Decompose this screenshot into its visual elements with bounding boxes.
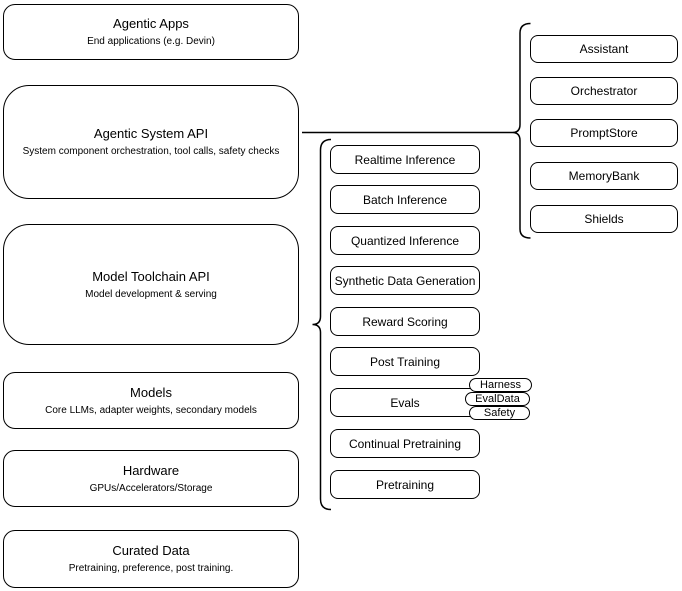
box-subtitle: Pretraining, preference, post training.: [68, 563, 234, 574]
item-label: Shields: [584, 212, 624, 226]
stack-box-models: Models Core LLMs, adapter weights, secon…: [3, 372, 299, 429]
toolchain-item-continual-pretraining: Continual Pretraining: [330, 429, 480, 458]
box-subtitle: GPUs/Accelerators/Storage: [89, 482, 213, 494]
item-label: Post Training: [369, 354, 441, 369]
system-item-shields: Shields: [530, 205, 678, 233]
toolchain-brace: [312, 138, 332, 511]
box-title: Models: [130, 384, 172, 400]
system-item-memorybank: MemoryBank: [530, 162, 678, 190]
box-subtitle: Core LLMs, adapter weights, secondary mo…: [45, 404, 257, 416]
toolchain-item-reward-scoring: Reward Scoring: [330, 307, 480, 336]
stack-box-model-toolchain-api: Model Toolchain API Model development & …: [3, 224, 299, 345]
toolchain-item-realtime-inference: Realtime Inference: [330, 145, 480, 174]
box-title: Curated Data: [112, 543, 190, 558]
toolchain-item-synthetic-data-generation: Synthetic Data Generation: [330, 266, 480, 295]
toolchain-item-post-training: Post Training: [330, 347, 480, 376]
toolchain-item-quantized-inference: Quantized Inference: [330, 226, 480, 255]
system-item-promptstore: PromptStore: [530, 119, 678, 147]
system-item-assistant: Assistant: [530, 35, 678, 63]
stack-box-curated-data: Curated Data Pretraining, preference, po…: [3, 530, 299, 588]
box-title: Agentic System API: [93, 126, 209, 141]
stack-box-agentic-apps: Agentic Apps End applications (e.g. Devi…: [3, 4, 299, 60]
item-label: Realtime Inference: [354, 152, 456, 167]
item-label: Assistant: [579, 42, 629, 56]
tag-label: Safety: [483, 406, 516, 419]
item-label: PromptStore: [570, 126, 638, 140]
system-item-orchestrator: Orchestrator: [530, 77, 678, 105]
box-subtitle: Model development & serving: [85, 288, 217, 300]
tag-label: Harness: [480, 378, 521, 391]
toolchain-item-evals: Evals: [330, 388, 480, 417]
system-components-brace: [512, 22, 531, 239]
item-label: Continual Pretraining: [348, 436, 462, 451]
evals-tag-safety: Safety: [469, 406, 530, 420]
box-title: Model Toolchain API: [92, 268, 210, 284]
stack-box-hardware: Hardware GPUs/Accelerators/Storage: [3, 450, 299, 507]
item-label: Batch Inference: [362, 192, 448, 207]
box-title: Agentic Apps: [113, 16, 189, 31]
item-label: Evals: [390, 395, 420, 410]
toolchain-item-pretraining: Pretraining: [330, 470, 480, 499]
box-subtitle: End applications (e.g. Devin): [87, 36, 215, 47]
box-subtitle: System component orchestration, tool cal…: [22, 146, 280, 157]
item-label: Quantized Inference: [350, 233, 460, 248]
item-label: Pretraining: [375, 477, 435, 492]
evals-tag-harness: Harness: [469, 378, 532, 392]
item-label: Synthetic Data Generation: [334, 273, 476, 288]
stack-box-agentic-system-api: Agentic System API System component orch…: [3, 85, 299, 199]
evals-tag-evaldata: EvalData: [465, 392, 530, 406]
toolchain-item-batch-inference: Batch Inference: [330, 185, 480, 214]
item-label: Orchestrator: [570, 84, 638, 98]
tag-label: EvalData: [475, 392, 520, 405]
item-label: Reward Scoring: [362, 314, 448, 329]
item-label: MemoryBank: [568, 169, 640, 183]
box-title: Hardware: [122, 462, 180, 478]
